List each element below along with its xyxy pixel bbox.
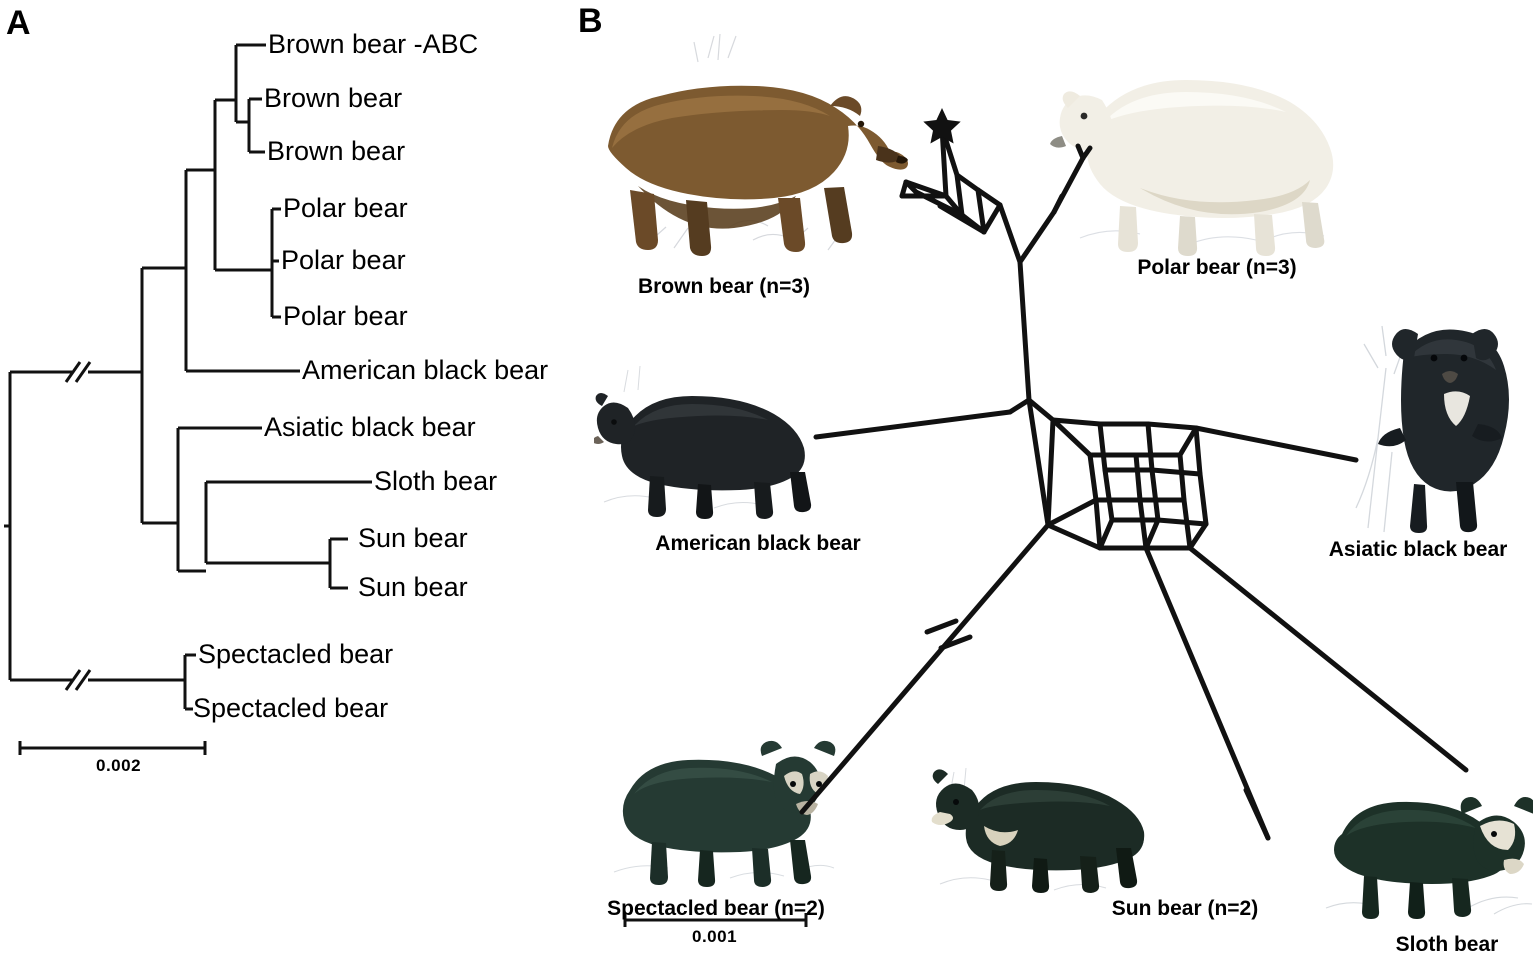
taxon-label-sloth-bear: Sloth bear bbox=[374, 466, 498, 496]
taxon-label-spectacled-bear-2: Spectacled bear bbox=[193, 693, 389, 723]
branch-break-mark bbox=[64, 361, 92, 691]
caption-brown-bear: Brown bear (n=3) bbox=[637, 275, 811, 298]
taxon-label-brown-bear-abc: Brown bear -ABC bbox=[268, 29, 479, 59]
taxon-label-american-black-bear: American black bear bbox=[302, 355, 549, 385]
panel-a-label: A bbox=[6, 4, 31, 42]
caption-sloth-bear: Sloth bear bbox=[1395, 933, 1499, 956]
taxon-label-brown-bear-2: Brown bear bbox=[267, 136, 406, 166]
caption-spectacled-bear: Spectacled bear (n=2) bbox=[607, 897, 825, 920]
taxon-label-polar-bear-1: Polar bear bbox=[283, 193, 408, 223]
taxon-label-polar-bear-2: Polar bear bbox=[281, 245, 406, 275]
panel-a-scale-bar bbox=[18, 741, 207, 755]
taxon-label-polar-bear-3: Polar bear bbox=[283, 301, 408, 331]
taxon-label-sun-bear-2: Sun bear bbox=[358, 572, 468, 602]
panel-a-scale-label: 0.002 bbox=[96, 756, 142, 775]
caption-asiatic-black-bear: Asiatic black bear bbox=[1328, 538, 1508, 561]
polar-bear-illustration bbox=[1040, 38, 1370, 258]
panel-b-scale-label: 0.001 bbox=[692, 927, 738, 946]
branch-break-mark-panel-b bbox=[924, 618, 973, 651]
taxon-label-asiatic-black-bear: Asiatic black bear bbox=[264, 412, 476, 442]
spectacled-bear-illustration bbox=[600, 730, 840, 890]
taxon-label-spectacled-bear-1: Spectacled bear bbox=[198, 639, 394, 669]
caption-sun-bear: Sun bear (n=2) bbox=[1111, 897, 1259, 920]
caption-polar-bear: Polar bear (n=3) bbox=[1137, 256, 1297, 279]
taxon-label-sun-bear-1: Sun bear bbox=[358, 523, 468, 553]
sloth-bear-illustration bbox=[1318, 768, 1533, 923]
panel-b-label: B bbox=[578, 2, 603, 40]
caption-american-black-bear: American black bear bbox=[655, 532, 861, 555]
american-black-bear-illustration bbox=[594, 352, 844, 522]
sun-bear-illustration bbox=[930, 750, 1160, 900]
star-marker bbox=[923, 108, 961, 144]
taxon-label-brown-bear-1: Brown bear bbox=[264, 83, 403, 113]
brown-bear-illustration bbox=[578, 28, 918, 263]
asiatic-black-bear-illustration bbox=[1348, 308, 1533, 536]
